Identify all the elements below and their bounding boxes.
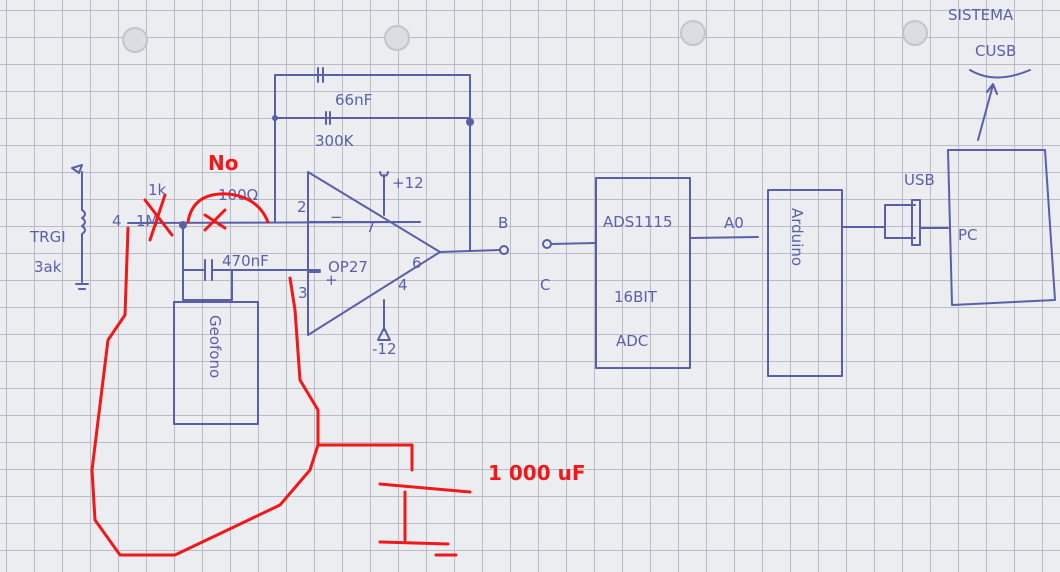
- adc-box: [595, 177, 691, 369]
- adc-output-label: A0: [724, 214, 744, 232]
- red-capacitor-value: 1 000 uF: [488, 461, 586, 485]
- sensor-name: TRGI: [29, 228, 66, 246]
- software-label-1: SISTEMA: [948, 6, 1014, 24]
- red-cross-marks: [143, 192, 270, 242]
- geophone-box: [173, 301, 259, 425]
- adc-line-2: 16BIT: [614, 288, 658, 306]
- node-c-terminal: [542, 239, 552, 249]
- adc-line-1: ADS1115: [603, 213, 673, 231]
- usb-label: USB: [904, 171, 935, 189]
- feedback-capacitor-value: 66nF: [335, 91, 372, 109]
- opamp-triangle: [307, 171, 501, 336]
- adc-input-wire: [550, 242, 597, 245]
- node-c-label: C: [540, 276, 550, 294]
- opamp-vplus: +12: [392, 174, 424, 192]
- usb-connector: [841, 199, 949, 246]
- software-arrow: [969, 69, 1031, 141]
- node-b-label: B: [498, 214, 508, 232]
- opamp-name: OP27: [328, 258, 368, 276]
- red-no-annotation: No: [208, 151, 238, 175]
- arduino-box: [767, 189, 843, 377]
- junction-dot: [466, 118, 474, 126]
- opamp-pin-7: 7: [366, 218, 376, 236]
- pin-4-label: 4: [112, 212, 122, 230]
- sensor-value: 3ak: [34, 258, 62, 276]
- opamp-minus: −: [330, 208, 343, 226]
- geophone-label: Geofono: [206, 315, 224, 378]
- feedback-resistor-value: 300K: [315, 132, 355, 150]
- sensor-coil: [71, 164, 89, 290]
- input-capacitor: [182, 224, 321, 301]
- input-resistor-value: 1k: [148, 181, 167, 199]
- opamp-supply-lines: [377, 171, 391, 341]
- binder-hole: [384, 25, 410, 51]
- opamp-pin-4: 4: [398, 276, 408, 294]
- input-resistor-symbol: 1M: [136, 212, 159, 230]
- opamp-pin-6: 6: [412, 254, 422, 272]
- binder-hole: [680, 20, 706, 46]
- arduino-label: Arduino: [788, 208, 806, 266]
- pc-box: [947, 149, 1056, 306]
- junction-dot: [272, 115, 278, 121]
- red-capacitor-circuit: [90, 226, 472, 557]
- software-label-2: CUSB: [975, 42, 1016, 60]
- feedback-network: [274, 67, 471, 251]
- pc-label: PC: [958, 226, 978, 244]
- binder-hole: [902, 20, 928, 46]
- a0-wire: [689, 236, 759, 239]
- input-capacitor-value: 470nF: [222, 252, 269, 270]
- opamp-pin-3: 3: [298, 284, 308, 302]
- opamp-pin-2: 2: [297, 198, 307, 216]
- opamp-plus: +: [325, 271, 338, 289]
- adc-line-3: ADC: [616, 332, 648, 350]
- opamp-vminus: -12: [372, 340, 397, 358]
- node-b-terminal: [499, 245, 509, 255]
- binder-hole: [122, 27, 148, 53]
